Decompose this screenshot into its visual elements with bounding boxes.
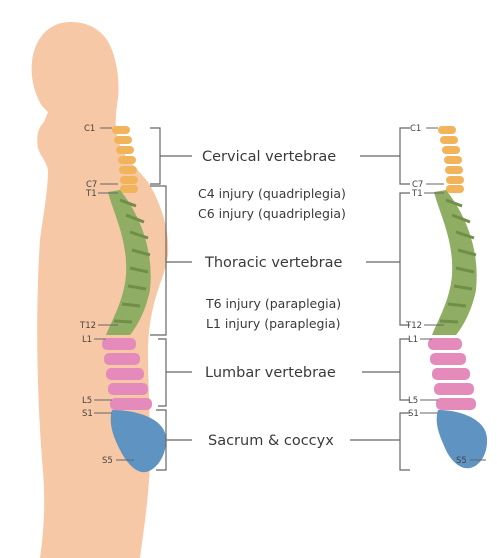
label-s1-left: S1 [82, 409, 93, 419]
injury-l1: L1 injury (paraplegia) [206, 316, 341, 331]
injury-c6: C6 injury (quadriplegia) [198, 206, 346, 221]
label-s5-right: S5 [456, 456, 467, 466]
region-label-lumbar: Lumbar vertebrae [205, 365, 336, 381]
injury-c4: C4 injury (quadriplegia) [198, 186, 346, 201]
label-s5-left: S5 [102, 456, 113, 466]
bracket-cervical-left [150, 128, 160, 184]
label-l1-right: L1 [408, 335, 418, 345]
label-t12-right: T12 [405, 321, 422, 331]
label-t1-left: T1 [85, 189, 97, 199]
left-brackets [150, 128, 192, 470]
label-l5-right: L5 [408, 396, 418, 406]
bracket-sacrum-right [400, 413, 410, 470]
label-t1-right: T1 [411, 189, 423, 199]
spine-right [428, 126, 487, 468]
region-label-thoracic: Thoracic vertebrae [204, 255, 342, 271]
region-label-cervical: Cervical vertebrae [202, 149, 336, 165]
bracket-lumbar-right [400, 339, 410, 400]
label-c1-left: C1 [84, 124, 95, 134]
label-l1-left: L1 [82, 335, 92, 345]
bracket-thoracic-right [400, 193, 410, 325]
cervical-segment-right [438, 126, 464, 193]
bracket-lumbar-left [158, 339, 166, 406]
lumbar-segment-right [428, 338, 476, 410]
label-l5-left: L5 [82, 396, 92, 406]
label-c1-right: C1 [410, 124, 421, 134]
label-t12-left: T12 [79, 321, 96, 331]
bracket-cervical-right [400, 128, 410, 184]
region-label-sacrum: Sacrum & coccyx [208, 433, 334, 449]
label-s1-right: S1 [408, 409, 419, 419]
right-brackets [350, 128, 410, 470]
thoracic-segment-right [432, 190, 477, 335]
injury-t6: T6 injury (paraplegia) [205, 296, 341, 311]
